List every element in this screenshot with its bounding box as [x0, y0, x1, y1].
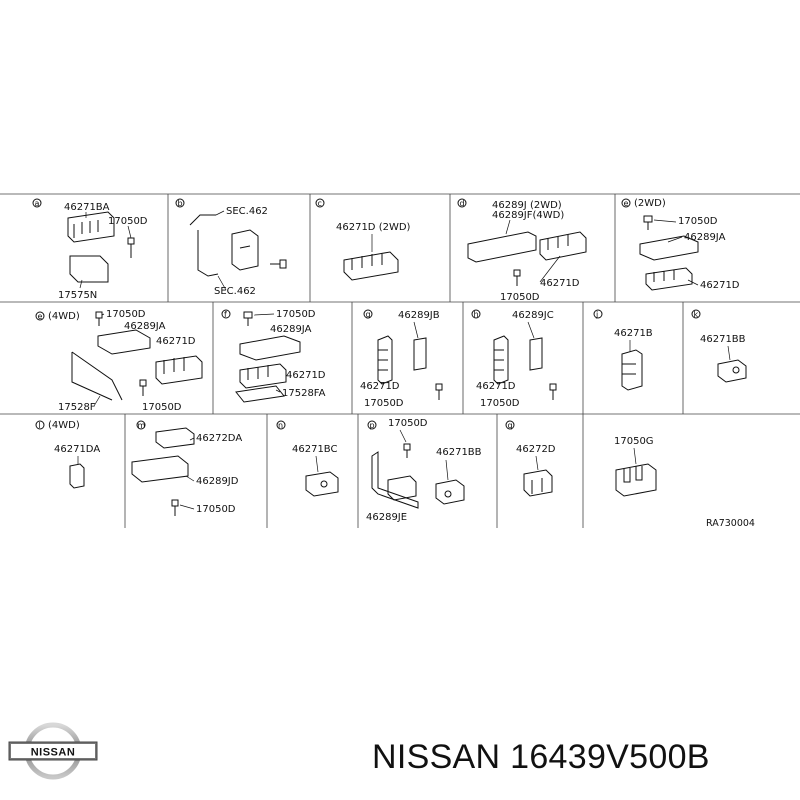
- cell-j: j 46271B: [593, 309, 653, 391]
- cell-b: b SEC.462 SEC.462: [175, 198, 287, 297]
- product-label: NISSAN 16439V500B: [372, 738, 710, 776]
- cell-p: p 17050D 46271BB 46289JE: [366, 418, 482, 523]
- part-number: 17050D: [106, 309, 146, 320]
- part-number: 46289JE: [366, 512, 407, 523]
- part-number: 46271BC: [292, 444, 337, 455]
- part-number: 17050D: [142, 402, 182, 413]
- part-number: 46271D: [360, 381, 400, 392]
- cell-letter: a: [35, 199, 40, 208]
- part-number: 46272DA: [196, 433, 242, 444]
- cell-letter: m: [138, 421, 146, 430]
- part-number: 46272D: [516, 444, 556, 455]
- cell-letter: h: [474, 310, 479, 319]
- cell-letter: n: [278, 421, 283, 430]
- part-number: 17050D: [276, 309, 316, 320]
- cell-suffix: (4WD): [48, 420, 80, 431]
- cell-d: d 46289J (2WD) 46289JF(4WD) 46271D 17050…: [457, 198, 587, 303]
- part-number: 46271D: [540, 278, 580, 289]
- part-number: 17050D: [364, 398, 404, 409]
- diagram-grid: [0, 193, 800, 528]
- part-number: 17050D: [388, 418, 428, 429]
- cell-e-4wd: e (4WD) 17050D 46289JA 46271D 17528F 170…: [35, 309, 203, 413]
- part-number: 17050D: [196, 504, 236, 515]
- part-number: SEC.462: [214, 286, 256, 297]
- part-number: 46271BB: [436, 447, 482, 458]
- cell-q: q 46272D: [505, 420, 556, 497]
- part-number: 46271BA: [64, 202, 110, 213]
- diagram-reference: RA730004: [706, 518, 755, 529]
- cell-h: h 46289JC 46271D 17050D: [471, 309, 557, 409]
- part-number: 17050D: [108, 216, 148, 227]
- parts-diagram: a 46271BA 17050D 17575N b SEC.462 SEC.46…: [0, 193, 800, 529]
- part-number: 46289JD: [196, 476, 239, 487]
- cell-letter: c: [318, 199, 322, 208]
- cell-g: g 46289JB 46271D 17050D: [360, 309, 443, 409]
- part-number: 46289JA: [684, 232, 726, 243]
- part-number: 46289JC: [512, 310, 554, 321]
- cell-e-2wd: e (2WD) 17050D 46289JA 46271D: [621, 198, 740, 291]
- part-number: 17050D: [500, 292, 540, 303]
- part-number: 46271D: [476, 381, 516, 392]
- cell-suffix: (2WD): [634, 198, 666, 209]
- part-number: 17050D: [678, 216, 718, 227]
- part-number: 17528FA: [282, 388, 326, 399]
- cell-letter: e: [38, 312, 43, 321]
- cell-letter: g: [366, 310, 371, 319]
- cell-k: k 46271BB: [691, 309, 747, 383]
- cell-letter: e: [624, 199, 629, 208]
- cell-17050g: 17050G: [614, 436, 657, 497]
- cell-letter: l: [39, 421, 41, 430]
- logo-text: NISSAN: [31, 747, 76, 759]
- nissan-logo: NISSAN: [8, 722, 98, 780]
- cell-a: a 46271BA 17050D 17575N: [32, 198, 148, 301]
- cell-c: c 46271D (2WD): [315, 198, 411, 281]
- cell-n: n 46271BC: [276, 420, 339, 497]
- cell-m: m 46272DA 46289JD 17050D: [131, 420, 242, 516]
- part-number: 46289JA: [124, 321, 166, 332]
- part-number: 46271BB: [700, 334, 746, 345]
- cell-letter: k: [694, 310, 699, 319]
- cell-letter: d: [460, 199, 465, 208]
- part-number: 46271DA: [54, 444, 100, 455]
- part-number: 46289JF(4WD): [492, 210, 564, 221]
- cell-f: f 17050D 46289JA 46271D 17528FA: [221, 309, 326, 403]
- part-number: 46271B: [614, 328, 653, 339]
- part-number: 46271D: [286, 370, 326, 381]
- part-number: 46289JB: [398, 310, 440, 321]
- part-number: 46289JA: [270, 324, 312, 335]
- part-number: 46271D (2WD): [336, 222, 411, 233]
- cell-letter: p: [370, 421, 375, 430]
- cell-letter: j: [595, 310, 598, 319]
- cell-letter: b: [178, 199, 183, 208]
- cell-l: l (4WD) 46271DA: [35, 420, 100, 489]
- part-number: 17575N: [58, 290, 97, 301]
- cell-letter: q: [508, 421, 513, 430]
- part-number: SEC.462: [226, 206, 268, 217]
- part-number: 17050D: [480, 398, 520, 409]
- cell-letter: f: [224, 310, 227, 319]
- cell-suffix: (4WD): [48, 311, 80, 322]
- part-number: 46271D: [156, 336, 196, 347]
- part-number: 46271D: [700, 280, 740, 291]
- part-number: 46289J (2WD): [492, 200, 562, 211]
- part-number: 17528F: [58, 402, 96, 413]
- part-number: 17050G: [614, 436, 654, 447]
